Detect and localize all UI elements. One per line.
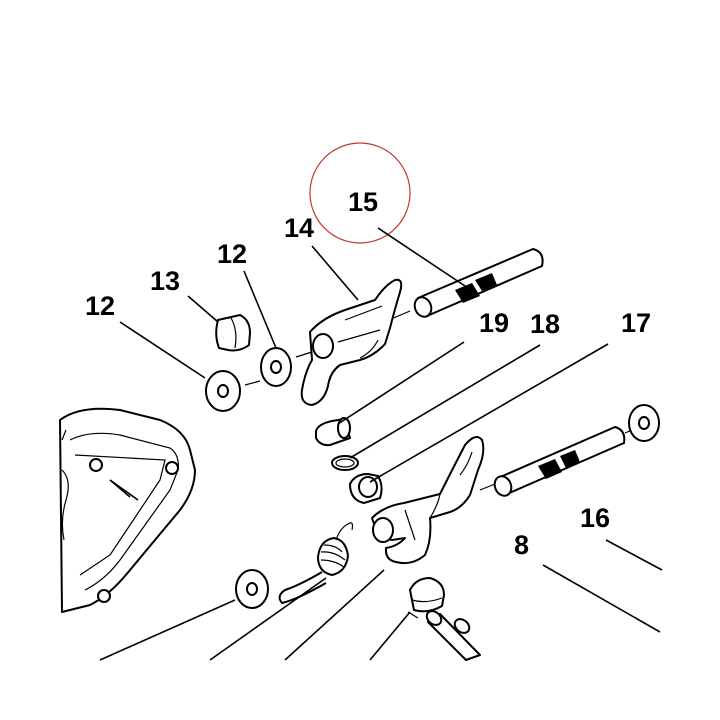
housing-cover xyxy=(59,407,196,613)
torsion-spring xyxy=(278,522,354,604)
lever-pin-8 xyxy=(407,577,481,661)
label-16: 16 xyxy=(580,503,610,533)
washer-spring xyxy=(235,569,269,609)
label-19: 19 xyxy=(479,308,509,338)
label-13: 13 xyxy=(150,266,180,296)
upper-shift-fork xyxy=(300,278,403,406)
label-12-upper: 12 xyxy=(217,239,247,269)
label-12-lower: 12 xyxy=(85,291,115,321)
label-17: 17 xyxy=(621,308,651,338)
washer-lower xyxy=(205,370,261,412)
bushing xyxy=(215,314,251,352)
bush-19 xyxy=(315,417,351,447)
lower-shaft xyxy=(493,426,633,497)
label-8: 8 xyxy=(514,530,529,560)
collar-17 xyxy=(349,473,383,504)
leader-lines xyxy=(99,227,663,661)
part-labels: 15 14 12 13 12 19 18 17 16 8 xyxy=(85,187,651,560)
label-14: 14 xyxy=(284,213,314,243)
label-15: 15 xyxy=(348,187,378,217)
lower-shift-fork xyxy=(371,435,501,565)
o-ring-18 xyxy=(331,455,359,471)
washer-right xyxy=(628,404,660,442)
highlight-circle xyxy=(309,142,411,244)
label-18: 18 xyxy=(530,309,560,339)
